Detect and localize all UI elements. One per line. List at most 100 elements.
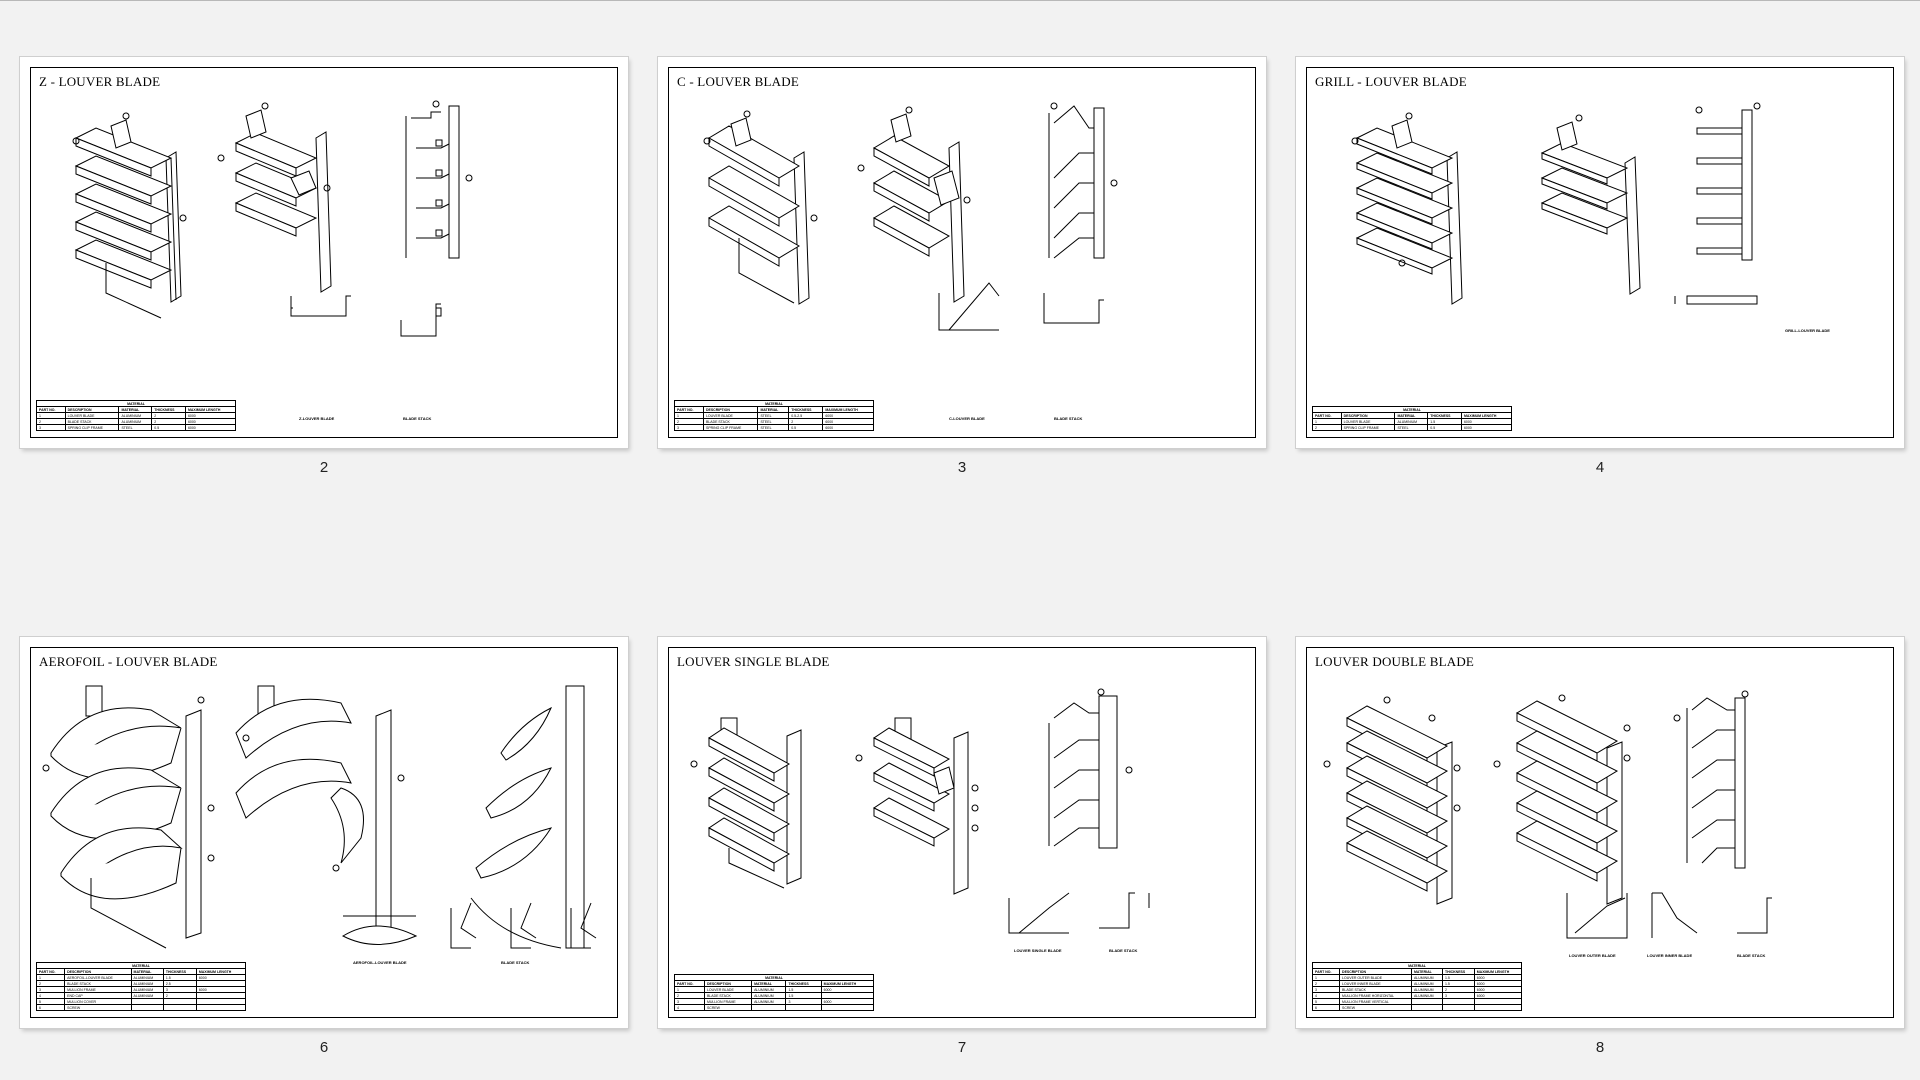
page-thumbnail-6[interactable]: AEROFOIL - LOUVER BLADE — [20, 637, 628, 1028]
material-table: MATERIAL PART NO. DESCRIPTION MATERIAL T… — [674, 974, 875, 1011]
isometric-drawing — [1323, 690, 1772, 939]
material-table: MATERIAL PART NO. DESCRIPTION MATERIAL T… — [35, 962, 247, 1011]
page-title: C - LOUVER BLADE — [677, 74, 799, 89]
page-thumbnail-7[interactable]: LOUVER SINGLE BLADE — [658, 637, 1266, 1028]
profile-detail — [341, 902, 597, 949]
table-cell: STEEL — [1394, 424, 1429, 431]
table-cell: STEEL — [118, 424, 153, 431]
table-cell: 6 — [35, 1004, 66, 1011]
drawing-sheet: C - LOUVER BLADE — [668, 67, 1256, 438]
page-number: 6 — [319, 1039, 329, 1056]
drawing-caption: LOUVER OUTER BLADE — [1569, 953, 1616, 958]
drawing-caption: GRILL-LOUVER BLADE — [1785, 328, 1830, 333]
drawing-sheet: LOUVER SINGLE BLADE — [668, 647, 1256, 1018]
table-cell: 0.5 — [1427, 424, 1462, 431]
table-cell: STEEL — [757, 424, 790, 431]
table-cell — [195, 1004, 247, 1011]
louver-exploded-3d — [1493, 694, 1631, 905]
drawing-caption: Z-LOUVER BLADE — [299, 416, 335, 421]
louver-assembly-3d — [42, 685, 215, 949]
drawing-sheet: AEROFOIL - LOUVER BLADE — [30, 647, 618, 1018]
table-cell: 6000 — [1460, 424, 1513, 431]
page-title: LOUVER DOUBLE BLADE — [1315, 654, 1475, 669]
page-number: 2 — [319, 459, 329, 476]
louver-exploded-3d — [217, 102, 332, 293]
table-cell — [162, 1004, 197, 1011]
drawing-caption: BLADE STACK — [1109, 948, 1138, 953]
profile-detail — [1566, 892, 1772, 939]
louver-assembly-3d — [1351, 112, 1463, 305]
page-thumbnail-3[interactable]: C - LOUVER BLADE — [658, 57, 1266, 448]
louver-exploded-3d — [855, 717, 979, 895]
profile-detail — [290, 295, 442, 337]
louver-assembly-3d — [703, 110, 818, 305]
material-table: MATERIAL PART NO. DESCRIPTION MATERIAL T… — [36, 400, 237, 431]
material-table: MATERIAL PART NO. DESCRIPTION MATERIAL T… — [1312, 406, 1513, 431]
louver-exploded-3d — [857, 106, 971, 303]
table-cell — [785, 1004, 822, 1011]
isometric-drawing — [1351, 102, 1761, 305]
table-cell: 3 — [36, 424, 66, 431]
profile-detail — [1008, 892, 1150, 934]
blade-section-view — [405, 100, 473, 259]
louver-exploded-3d — [235, 685, 405, 944]
table-cell: SPRING CLIP FRAME — [702, 424, 759, 431]
drawing-sheet: LOUVER DOUBLE BLADE — [1306, 647, 1894, 1018]
drawing-caption: BLADE STACK — [1737, 953, 1766, 958]
isometric-drawing — [690, 688, 1150, 934]
page-thumbnail-2[interactable]: Z - LOUVER BLADE — [20, 57, 628, 448]
page-title: LOUVER SINGLE BLADE — [677, 654, 830, 669]
drawing-caption: BLADE STACK — [1054, 416, 1083, 421]
louver-assembly-3d — [690, 717, 802, 889]
table-cell — [751, 1004, 787, 1011]
table-cell — [820, 1004, 875, 1011]
louver-exploded-3d — [1540, 114, 1641, 295]
table-cell: SPRING CLIP FRAME — [1340, 424, 1396, 431]
table-cell — [1410, 1004, 1443, 1011]
isometric-drawing — [42, 685, 597, 949]
drawing-caption: LOUVER SINGLE BLADE — [1014, 948, 1062, 953]
table-cell — [130, 1004, 164, 1011]
table-cell: 6 — [1311, 1004, 1341, 1011]
drawing-caption: AEROFOIL-LOUVER BLADE — [353, 960, 407, 965]
page-title: GRILL - LOUVER BLADE — [1315, 74, 1467, 89]
page-number: 7 — [957, 1039, 967, 1056]
drawing-caption: BLADE STACK — [403, 416, 432, 421]
isometric-drawing — [72, 100, 473, 337]
table-cell: SPRING CLIP FRAME — [64, 424, 120, 431]
table-cell — [1441, 1004, 1475, 1011]
page-number: 4 — [1595, 459, 1605, 476]
drawing-caption: LOUVER INNER BLADE — [1647, 953, 1693, 958]
drawing-caption: C-LOUVER BLADE — [949, 416, 985, 421]
drawing-caption: BLADE STACK — [501, 960, 530, 965]
table-cell: SCREW — [703, 1004, 753, 1011]
louver-assembly-3d — [1323, 696, 1461, 905]
profile-detail — [1674, 295, 1758, 305]
louver-assembly-3d — [72, 112, 187, 319]
page-number: 3 — [957, 459, 967, 476]
profile-detail — [938, 282, 1104, 331]
drawing-sheet: Z - LOUVER BLADE — [30, 67, 618, 438]
material-table: MATERIAL PART NO. DESCRIPTION MATERIAL T… — [674, 400, 874, 431]
blade-section-view — [1048, 688, 1133, 849]
page-title: AEROFOIL - LOUVER BLADE — [39, 654, 218, 669]
isometric-drawing — [703, 102, 1118, 331]
drawing-sheet: GRILL - LOUVER BLADE — [1306, 67, 1894, 438]
table-cell: 0.5 — [151, 424, 186, 431]
table-cell: 2 — [1312, 424, 1342, 431]
table-cell: SCREW — [64, 1004, 132, 1011]
table-cell: 3 — [674, 424, 704, 431]
table-cell: SCREW — [1339, 1004, 1412, 1011]
table-cell: 4 — [674, 1004, 705, 1011]
page-thumbnail-8[interactable]: LOUVER DOUBLE BLADE — [1296, 637, 1904, 1028]
page-thumbnail-4[interactable]: GRILL - LOUVER BLADE — [1296, 57, 1904, 448]
page-number: 8 — [1595, 1039, 1605, 1056]
blade-section-view — [470, 685, 585, 949]
